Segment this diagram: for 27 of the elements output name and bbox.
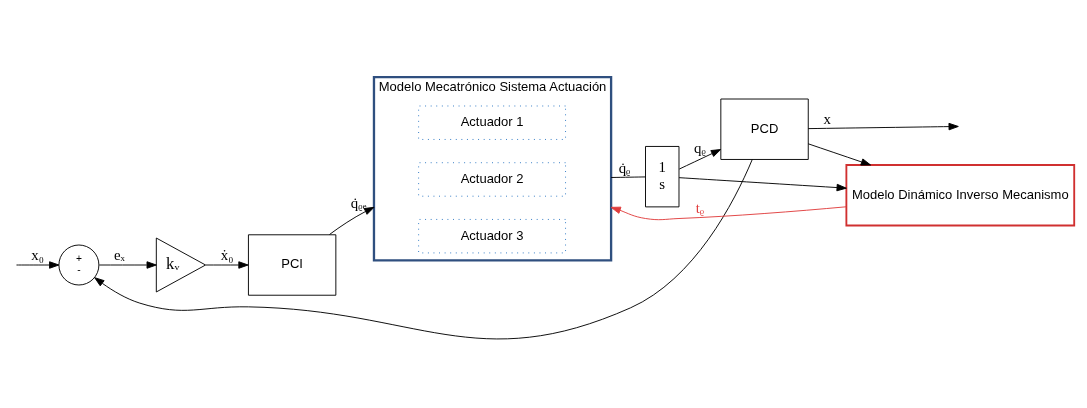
node-box: Actuador 3 (418, 218, 566, 253)
arrow (807, 122, 959, 130)
node-circle: + - (58, 244, 100, 285)
node-box: 1 s (645, 145, 680, 207)
arrow (610, 205, 847, 220)
node-box: PCI (247, 233, 337, 296)
edge-label: q̇ᵨ (618, 159, 631, 176)
arrow (329, 206, 375, 235)
edge-label: qᵨ (694, 139, 706, 156)
edge-label: tᵨ (695, 199, 705, 216)
arrow (94, 158, 753, 339)
edge-label: q̇ᵨₑ (350, 194, 367, 211)
arrow (16, 260, 60, 269)
node-box: Actuador 1 (418, 105, 566, 140)
node-box: PCD (720, 98, 809, 160)
arrow (678, 176, 847, 191)
arrow (678, 148, 722, 169)
edge-label: x₀ (31, 246, 44, 263)
connector (610, 175, 646, 178)
edge-label: x (823, 110, 832, 127)
node-box: Actuador 2 (418, 161, 566, 197)
node-box: Modelo Dinámico Inverso Mecanismo (845, 163, 1076, 226)
arrow (205, 260, 249, 269)
arrow (807, 142, 872, 166)
edge-label: eₓ (113, 246, 125, 263)
arrow (98, 260, 157, 269)
edge-label: ẋ₀ (220, 246, 234, 263)
